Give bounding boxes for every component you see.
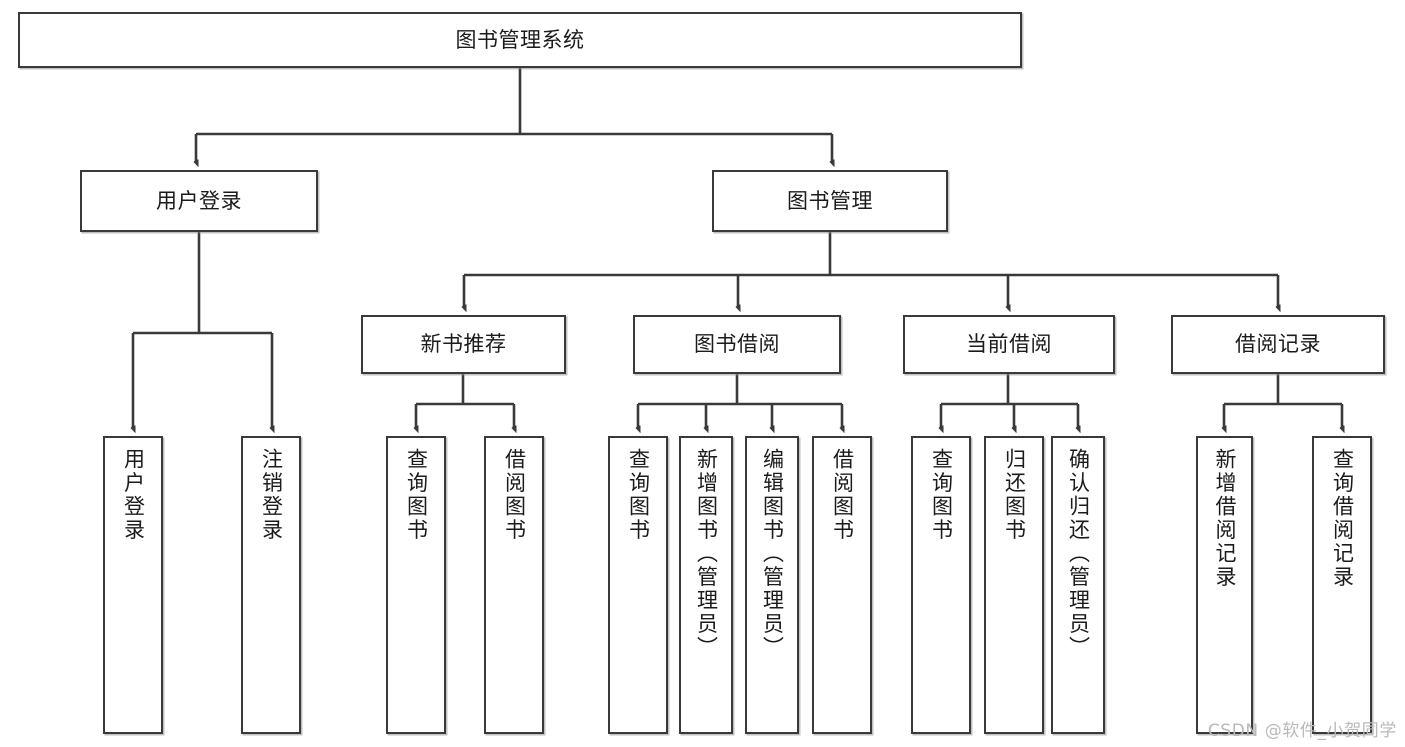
node-label: 新增图书（管理员） <box>694 448 719 660</box>
node-new-book-recommend[interactable]: 新书推荐 <box>361 315 566 374</box>
node-label: 归还图书 <box>1002 448 1027 542</box>
node-leaf-add-book-admin[interactable]: 新增图书（管理员） <box>679 436 733 734</box>
node-label: 注销登录 <box>259 448 284 542</box>
node-label: 借阅图书 <box>502 448 527 542</box>
node-label: 图书管理系统 <box>455 27 585 52</box>
node-label: 图书借阅 <box>694 332 780 356</box>
node-leaf-query-book-new[interactable]: 查询图书 <box>386 436 446 734</box>
node-label: 借阅图书 <box>830 448 855 542</box>
node-leaf-confirm-return-admin[interactable]: 确认归还（管理员） <box>1051 436 1105 734</box>
node-label: 编辑图书（管理员） <box>760 448 785 660</box>
node-book-management[interactable]: 图书管理 <box>712 170 948 232</box>
node-label: 确认归还（管理员） <box>1066 448 1091 660</box>
node-current-borrow[interactable]: 当前借阅 <box>903 315 1115 374</box>
node-leaf-borrow-book[interactable]: 借阅图书 <box>812 436 872 734</box>
node-leaf-query-book-current[interactable]: 查询图书 <box>911 436 971 734</box>
node-root-system[interactable]: 图书管理系统 <box>18 12 1022 68</box>
node-label: 查询图书 <box>929 448 954 542</box>
node-user-login[interactable]: 用户登录 <box>80 170 318 232</box>
node-leaf-query-book-borrow[interactable]: 查询图书 <box>608 436 668 734</box>
node-leaf-return-book[interactable]: 归还图书 <box>984 436 1044 734</box>
node-label: 查询图书 <box>404 448 429 542</box>
node-label: 借阅记录 <box>1235 332 1321 356</box>
node-leaf-user-login[interactable]: 用户登录 <box>103 436 163 734</box>
node-label: 新书推荐 <box>420 332 507 356</box>
node-leaf-edit-book-admin[interactable]: 编辑图书（管理员） <box>745 436 799 734</box>
node-borrow-record[interactable]: 借阅记录 <box>1171 315 1385 374</box>
node-leaf-logout-login[interactable]: 注销登录 <box>241 436 301 734</box>
node-book-borrow[interactable]: 图书借阅 <box>633 315 841 374</box>
node-leaf-query-borrow-record[interactable]: 查询借阅记录 <box>1312 436 1372 734</box>
node-label: 用户登录 <box>156 188 242 213</box>
node-leaf-add-borrow-record[interactable]: 新增借阅记录 <box>1196 436 1253 734</box>
node-label: 查询借阅记录 <box>1330 448 1355 589</box>
node-label: 图书管理 <box>787 188 873 213</box>
node-leaf-borrow-book-new[interactable]: 借阅图书 <box>484 436 544 734</box>
node-label: 当前借阅 <box>966 332 1052 356</box>
node-label: 新增借阅记录 <box>1212 448 1237 589</box>
watermark-text: CSDN @软件_小贺同学 <box>1207 721 1397 741</box>
node-label: 查询图书 <box>626 448 651 542</box>
node-label: 用户登录 <box>121 448 146 542</box>
